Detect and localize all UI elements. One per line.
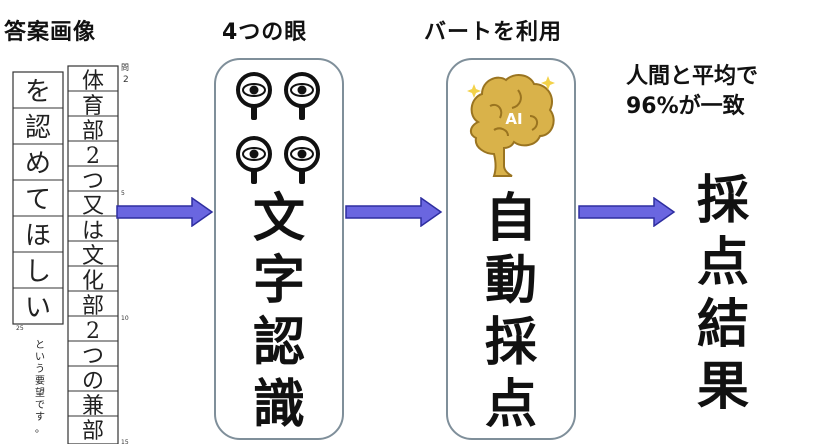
ocr-label-char: 文	[252, 189, 305, 249]
auto-grading-label-char: 動	[484, 251, 537, 311]
result-label: 採 点 結 果	[688, 170, 758, 418]
answer-sheet-title: 答案画像	[4, 20, 97, 45]
handwritten-char: 文	[82, 244, 104, 269]
brain-icon: AI	[467, 74, 555, 177]
handwritten-char: は	[82, 219, 104, 244]
handwritten-char: い	[25, 293, 51, 323]
handwritten-char: 体	[82, 69, 104, 94]
ocr-label-char: 字	[252, 251, 305, 311]
result-label-char: 採	[696, 171, 749, 231]
line-number-15: 15	[121, 439, 129, 444]
ocr-stage-box: 文 字 認 識	[214, 58, 344, 440]
handwritten-char: 化	[82, 269, 104, 294]
handwritten-char: 部	[82, 419, 104, 444]
arrow-icon	[578, 197, 676, 227]
note-char: で	[35, 400, 45, 411]
eye-magnifier-icon	[284, 136, 320, 184]
auto-grading-label-char: 自	[484, 189, 537, 249]
line-number-10: 10	[121, 315, 129, 322]
note-char: い	[35, 352, 45, 363]
result-note: 人間と平均で 96%が一致	[626, 62, 758, 122]
eye-magnifier-icon	[284, 72, 320, 120]
auto-grading-label-char: 点	[484, 375, 537, 435]
ocr-label-char: 識	[252, 375, 305, 435]
result-label-char: 点	[696, 233, 749, 293]
handwritten-char: を	[25, 77, 51, 107]
note-char: 望	[35, 386, 45, 399]
handwritten-char: ほ	[25, 221, 51, 251]
result-note-line1: 人間と平均で	[626, 64, 759, 89]
question-number: 2	[123, 75, 129, 85]
ocr-label: 文 字 認 識	[216, 188, 342, 436]
eye-magnifier-icons	[236, 72, 320, 184]
auto-grading-label: 自 動 採 点	[448, 188, 574, 436]
note-char: 要	[35, 375, 45, 387]
handwritten-char: 又	[82, 194, 104, 219]
auto-grading-label-char: 採	[484, 313, 537, 373]
handwritten-char: 2	[86, 319, 100, 344]
handwritten-char: の	[82, 369, 104, 394]
note-char: と	[35, 339, 45, 351]
handwritten-char: つ	[82, 169, 104, 194]
auto-grading-stage-box: AI 自 動 採 点	[446, 58, 576, 440]
result-label-char: 果	[696, 357, 749, 417]
handwritten-char: め	[25, 149, 51, 179]
note-char: す	[35, 411, 45, 423]
note-char: う	[35, 363, 45, 375]
eye-magnifier-icon	[236, 136, 272, 184]
ocr-label-char: 認	[252, 313, 305, 373]
arrow-icon	[345, 197, 443, 227]
handwritten-char: 認	[25, 113, 51, 143]
auto-grading-title: バートを利用	[424, 20, 563, 45]
result-note-line2: 96%が一致	[626, 94, 745, 119]
handwritten-char: つ	[82, 344, 104, 369]
ocr-title: 4つの眼	[222, 20, 308, 45]
note-char: 。	[35, 424, 45, 435]
handwritten-char: 部	[82, 294, 104, 319]
handwritten-char: 兼	[82, 394, 104, 419]
handwritten-char: 育	[82, 94, 104, 119]
question-label: 問	[121, 63, 129, 72]
line-number-5: 5	[121, 190, 125, 197]
ai-badge: AI	[505, 110, 522, 128]
handwritten-char: 2	[86, 144, 100, 169]
eye-magnifier-icon	[236, 72, 272, 120]
handwritten-char: て	[25, 185, 51, 215]
handwritten-char: 部	[82, 119, 104, 144]
result-label-char: 結	[696, 295, 749, 355]
arrow-icon	[116, 197, 214, 227]
line-number-25: 25	[16, 325, 24, 332]
handwritten-char: し	[25, 257, 51, 287]
